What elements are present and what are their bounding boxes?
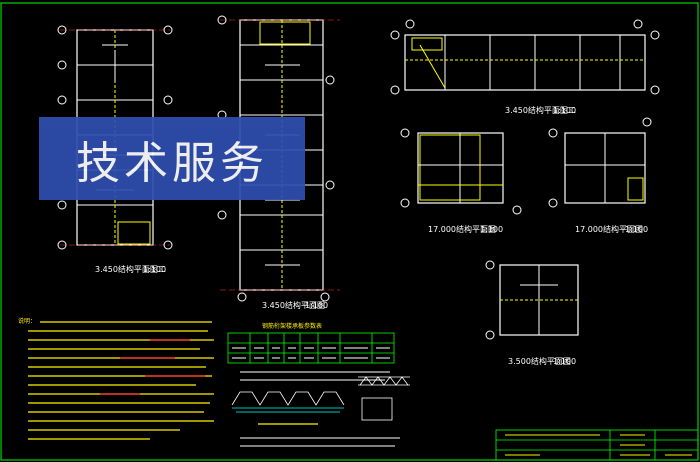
table-title: 钢筋桁架楼承板参数表: [262, 322, 322, 330]
banner-text: 技术服务: [76, 137, 268, 189]
plan-4: [400, 128, 522, 215]
plan-2-scale: 1:100: [305, 301, 328, 310]
notes-highlights: [100, 339, 205, 395]
plan-6: [485, 260, 579, 340]
title-block: [495, 429, 699, 461]
plan-4-scale: 1:100: [480, 225, 503, 234]
truss-detail: [358, 376, 410, 421]
plan-3-title: 3.450结构平面图二: [505, 105, 576, 115]
plan-2-title: 3.450结构平面图: [262, 300, 325, 310]
plan-5: [548, 117, 652, 208]
plan-6-scale: 1:100: [553, 357, 576, 366]
plan-5-scale: 1:100: [625, 225, 648, 234]
notes-heading: 说明：: [18, 317, 36, 325]
table-notes: [240, 371, 390, 381]
deck-profile-detail: [231, 391, 345, 413]
plan-5-title: 17.000结构平面图: [575, 224, 643, 234]
plan-6-title: 3.500结构平面图: [508, 356, 571, 366]
plan-3-scale: 1:100: [553, 106, 576, 115]
param-table: [227, 332, 395, 364]
title-block-text: [505, 434, 692, 456]
plan-4-title: 17.000结构平面图: [428, 224, 496, 234]
plan-1-title: 3.450结构平面图二: [95, 264, 166, 274]
plan-1-scale: 1:100: [143, 265, 166, 274]
plan-3: [390, 19, 660, 95]
bottom-notes: [240, 437, 400, 447]
table-cell-marks: [232, 347, 390, 359]
tech-service-banner: 技术服务: [39, 117, 305, 200]
